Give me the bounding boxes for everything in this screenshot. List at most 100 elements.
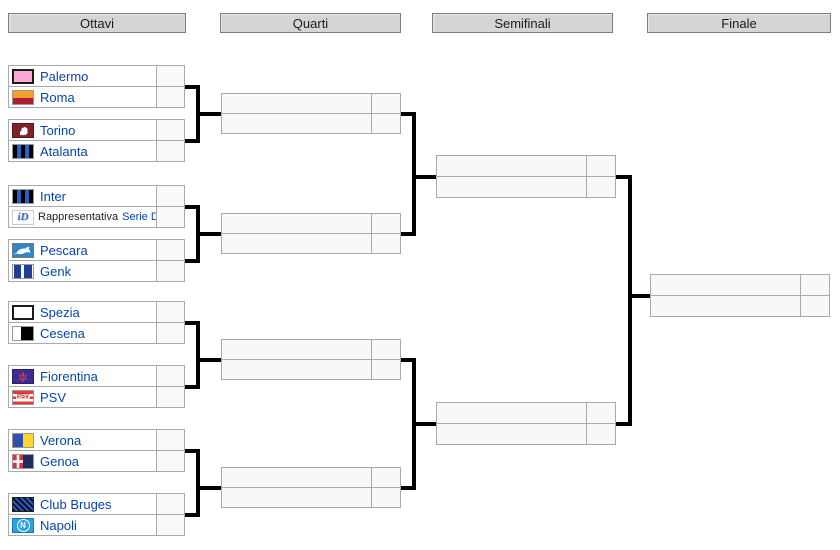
team-row-napoli: N Napoli [8,514,185,536]
score-cell [156,493,185,515]
score-cell [156,301,185,323]
bracket-connector [185,449,200,453]
round-header-ottavi: Ottavi [8,13,186,33]
bracket-connector [616,422,632,426]
team-link-psv[interactable]: PSV [40,389,67,405]
atalanta-flag-icon [12,143,34,159]
final-away-name-cell [650,295,801,317]
bracket-connector [200,486,221,490]
serie-d-logo-icon: iD [12,209,34,225]
score-cell [156,429,185,451]
quarterfinal-slot-3 [221,339,401,380]
bracket-connector [185,259,200,263]
team-link-torino[interactable]: Torino [40,122,76,138]
quarterfinal-slot-4 [221,467,401,508]
team-row-verona: Verona [8,429,185,451]
final-home-score-cell [800,274,830,296]
bracket-connector [196,321,200,389]
final-slot [650,274,830,317]
team-row-pescara: Pescara [8,239,185,261]
bracket-connector [185,385,200,389]
round-header-semifinali: Semifinali [432,13,613,33]
bracket-connector [200,232,221,236]
bracket-connector [185,205,200,209]
qf3-away-name-cell [221,359,372,380]
qf2-home-name-cell [221,213,372,234]
bracket-connector [401,112,416,116]
team-link-palermo[interactable]: Palermo [40,68,89,84]
team-link-spezia[interactable]: Spezia [40,304,80,320]
team-link-atalanta[interactable]: Atalanta [40,143,88,159]
qf1-home-score-cell [371,93,401,114]
final-home-name-cell [650,274,801,296]
team-link-pescara[interactable]: Pescara [40,242,88,258]
bracket-connector [416,175,436,179]
team-row-genk: Genk [8,260,185,282]
bracket-connector [616,175,632,179]
team-label-rappresentativa: Rappresentativa [38,211,119,223]
qf1-home-name-cell [221,93,372,114]
quarterfinal-slot-2 [221,213,401,254]
team-link-genoa[interactable]: Genoa [40,453,80,469]
team-link-club-bruges[interactable]: Club Bruges [40,496,112,512]
score-cell [156,86,185,108]
team-row-torino: Torino [8,119,185,141]
team-row-club-bruges: Club Bruges [8,493,185,515]
bracket-connector [185,321,200,325]
qf4-home-score-cell [371,467,401,488]
sf1-home-score-cell [586,155,616,177]
bracket-connector [412,112,416,236]
team-row-spezia: Spezia [8,301,185,323]
team-link-roma[interactable]: Roma [40,89,75,105]
inter-flag-icon [12,188,34,204]
team-row-fiorentina: Fiorentina [8,365,185,387]
sf2-home-score-cell [586,402,616,424]
qf4-away-score-cell [371,487,401,508]
bracket-connector [196,449,200,517]
team-link-inter[interactable]: Inter [40,188,67,204]
score-cell [156,239,185,261]
team-link-napoli[interactable]: Napoli [40,517,77,533]
team-row-genoa: Genoa [8,450,185,472]
score-cell [156,450,185,472]
team-link-genk[interactable]: Genk [40,263,72,279]
team-row-cesena: Cesena [8,322,185,344]
palermo-flag-icon [12,68,34,84]
qf3-home-name-cell [221,339,372,360]
qf3-away-score-cell [371,359,401,380]
qf1-away-score-cell [371,113,401,134]
club-bruges-flag-icon [12,496,34,512]
team-link-fiorentina[interactable]: Fiorentina [40,368,98,384]
roma-flag-icon [12,89,34,105]
score-cell [156,386,185,408]
score-cell [156,514,185,536]
score-cell [156,140,185,162]
qf4-away-name-cell [221,487,372,508]
qf1-away-name-cell [221,113,372,134]
team-link-verona[interactable]: Verona [40,432,82,448]
genk-flag-icon [12,263,34,279]
team-link-cesena[interactable]: Cesena [40,325,85,341]
sf2-home-name-cell [436,402,587,424]
semifinal-slot-2 [436,402,616,445]
score-cell [156,206,185,228]
bracket-connector [416,422,436,426]
round-header-finale: Finale [647,13,831,33]
team-row-atalanta: Atalanta [8,140,185,162]
team-link-serie-d[interactable]: Serie D [122,211,157,223]
sf2-away-name-cell [436,423,587,445]
team-row-psv: PSV PSV [8,386,185,408]
qf4-home-name-cell [221,467,372,488]
bracket-connector [401,232,416,236]
score-cell [156,322,185,344]
sf1-away-score-cell [586,176,616,198]
quarterfinal-slot-1 [221,93,401,134]
score-cell [156,260,185,282]
spezia-flag-icon [12,304,34,320]
fiorentina-flag-icon [12,368,34,384]
bracket-connector [185,85,200,89]
score-cell [156,65,185,87]
bracket-connector [628,175,632,426]
pescara-flag-icon [12,242,34,258]
